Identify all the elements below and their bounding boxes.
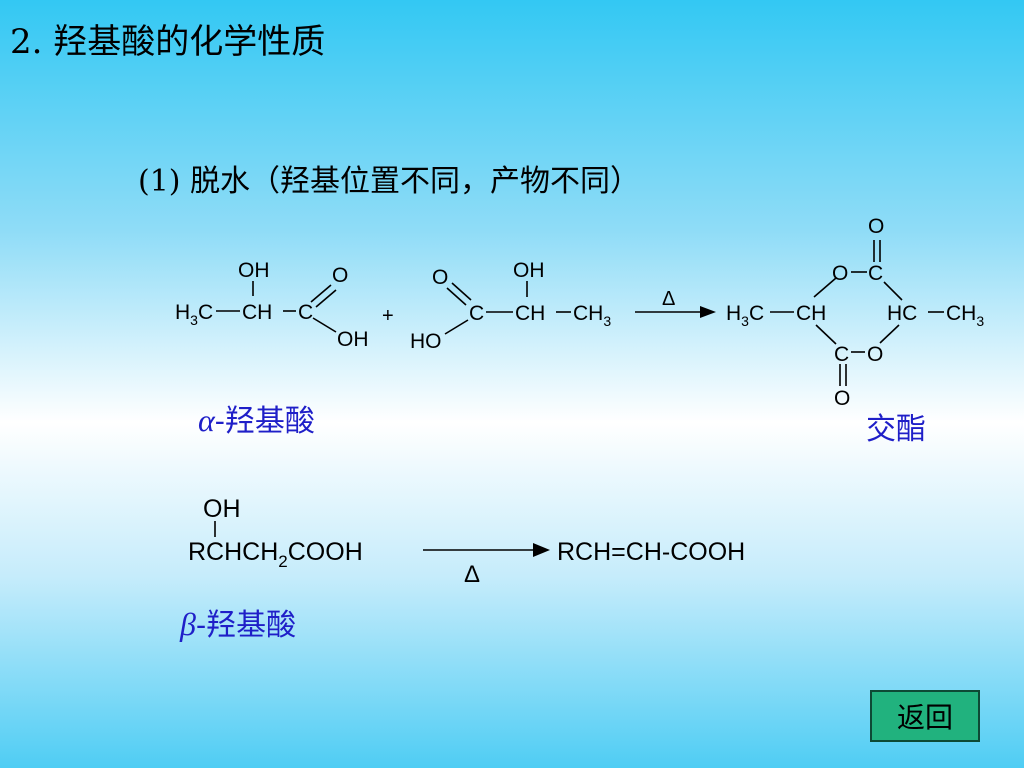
bond bbox=[444, 319, 469, 335]
bond bbox=[879, 324, 900, 344]
double-bond bbox=[451, 282, 472, 301]
heat-condition: Δ bbox=[464, 561, 480, 588]
section-subtitle: (1) 脱水（羟基位置不同，产物不同） bbox=[138, 164, 641, 199]
oh-group: OH bbox=[238, 259, 270, 282]
beta-hydroxy-acid-label: β-羟基酸 bbox=[180, 600, 296, 644]
bond bbox=[312, 317, 337, 333]
alpha-hydroxy-acid-2: O HO C OH CH CH3 bbox=[410, 259, 611, 353]
lactide-product: H3C CH O C O HC CH3 C O O bbox=[726, 215, 984, 410]
ho-group: HO bbox=[410, 330, 442, 353]
arrowhead bbox=[700, 306, 716, 318]
ring-oxygen-top: O bbox=[832, 262, 848, 285]
oxygen-o: O bbox=[332, 264, 348, 287]
ch-group: CH bbox=[796, 302, 826, 325]
label-text: -羟基酸 bbox=[195, 608, 297, 643]
slide-title: 2. 羟基酸的化学性质 bbox=[10, 22, 326, 62]
lactide-label: 交酯 bbox=[866, 412, 926, 447]
bond bbox=[883, 281, 903, 301]
carbonyl-o-bottom: O bbox=[834, 387, 850, 410]
carbonyl-c-top: C bbox=[868, 262, 883, 285]
unsaturated-acid-product: RCH=CH-COOH bbox=[557, 538, 745, 566]
alpha-hydroxy-acid-label: α-羟基酸 bbox=[198, 396, 315, 440]
back-button[interactable]: 返回 bbox=[870, 690, 980, 742]
label-text: -羟基酸 bbox=[214, 404, 315, 439]
beta-symbol: β bbox=[180, 606, 196, 642]
carbonyl-o-top: O bbox=[868, 215, 884, 238]
bond bbox=[813, 277, 837, 298]
carbon-c: C bbox=[298, 301, 313, 324]
methyl-h3c: H3C bbox=[175, 301, 213, 328]
beta-reactant-formula: RCHCH2COOH bbox=[188, 538, 363, 571]
double-bond bbox=[315, 289, 337, 308]
hc-group: HC bbox=[887, 302, 917, 325]
beta-hydroxy-acid-reaction: OH RCHCH2COOH Δ RCH=CH-COOH bbox=[188, 495, 745, 588]
oh-group: OH bbox=[513, 259, 545, 282]
alpha-hydroxy-acid-1: OH H3C CH C O OH bbox=[175, 259, 369, 351]
plus-sign: + bbox=[382, 305, 394, 327]
methyl-h3c: H3C bbox=[726, 302, 764, 329]
ring-oxygen-bottom: O bbox=[867, 343, 883, 366]
carbonyl-c-bottom: C bbox=[834, 343, 849, 366]
double-bond bbox=[310, 284, 332, 303]
carbon-c: C bbox=[469, 302, 484, 325]
ch-group: CH bbox=[242, 301, 272, 324]
alpha-symbol: α bbox=[198, 402, 215, 438]
oh-group: OH bbox=[203, 495, 241, 523]
reaction-arrow-1: Δ bbox=[635, 288, 716, 318]
oxygen-o: O bbox=[432, 266, 448, 289]
methyl-ch3: CH3 bbox=[946, 302, 984, 329]
double-bond bbox=[446, 287, 467, 306]
ch-group: CH bbox=[515, 302, 545, 325]
methyl-ch3: CH3 bbox=[573, 302, 611, 329]
arrowhead bbox=[533, 543, 550, 557]
heat-condition: Δ bbox=[662, 288, 675, 310]
oh-group: OH bbox=[337, 328, 369, 351]
bond bbox=[815, 324, 837, 345]
